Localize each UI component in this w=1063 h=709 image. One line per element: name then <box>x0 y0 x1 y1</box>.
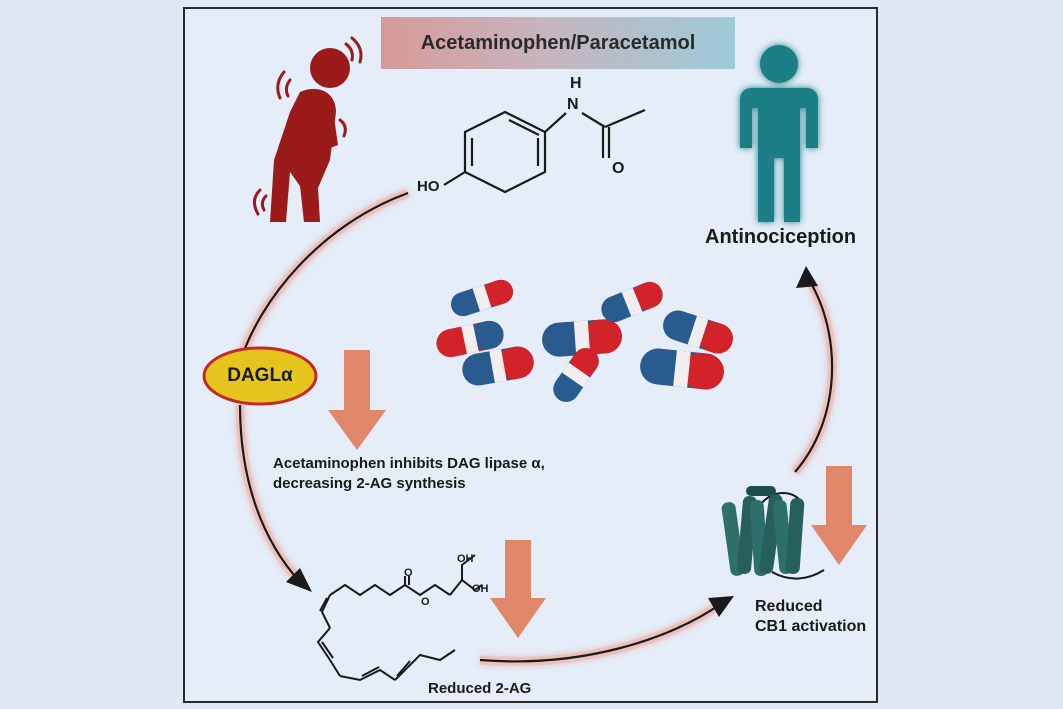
amide-n-label: N <box>567 96 579 113</box>
mechanism-line-1: Acetaminophen inhibits DAG lipase α, <box>273 455 545 472</box>
arc-drug-to-dagl <box>235 188 410 364</box>
acetaminophen-structure <box>443 108 646 194</box>
hydroxyl-label: HO <box>417 178 440 195</box>
capsule-icon <box>462 346 534 386</box>
healthy-person-icon <box>740 45 818 222</box>
capsule-icon <box>553 348 599 402</box>
capsule-icon <box>601 281 663 323</box>
reduced-2ag-label: Reduced 2-AG <box>428 680 532 697</box>
oh-label-2: OH <box>472 583 489 595</box>
ester-o-label-2: O <box>421 596 430 608</box>
arrowhead-cb1 <box>708 596 734 617</box>
arrow-down-cb1 <box>811 466 867 565</box>
arrow-down-dagl <box>328 350 386 450</box>
down-arrows <box>328 350 867 638</box>
arrowhead-relief <box>796 266 818 288</box>
capsule-icon <box>436 320 504 358</box>
oh-label-1: OH <box>457 553 474 565</box>
pain-person-icon <box>253 36 363 222</box>
cycle-arrows <box>235 188 837 666</box>
cb1-line-2: CB1 activation <box>755 618 867 635</box>
capsule-icon <box>640 348 724 390</box>
mechanism-line-2: decreasing 2-AG synthesis <box>273 475 466 492</box>
arrowhead-2ag <box>286 568 312 592</box>
capsule-icon <box>450 279 514 317</box>
arrow-down-2ag <box>490 540 546 638</box>
carbonyl-o-label: O <box>612 160 625 177</box>
amide-h-label: H <box>570 75 582 92</box>
receptor-icon <box>721 486 825 580</box>
ester-o-label-1: O <box>404 567 413 579</box>
antinociception-label: Antinociception <box>705 226 857 248</box>
dagl-label: DAGLα <box>227 365 293 386</box>
2ag-structure <box>316 554 483 682</box>
cb1-line-1: Reduced <box>755 598 823 615</box>
capsule-icon <box>542 319 622 357</box>
capsule-icon <box>663 310 733 354</box>
mechanism-text: Acetaminophen inhibits DAG lipase α, dec… <box>273 454 603 494</box>
cb1-label: Reduced CB1 activation <box>755 597 866 637</box>
dagl-enzyme-shape <box>202 346 318 406</box>
capsule-pile <box>436 279 733 402</box>
title-banner: Acetaminophen/Paracetamol <box>381 17 735 69</box>
